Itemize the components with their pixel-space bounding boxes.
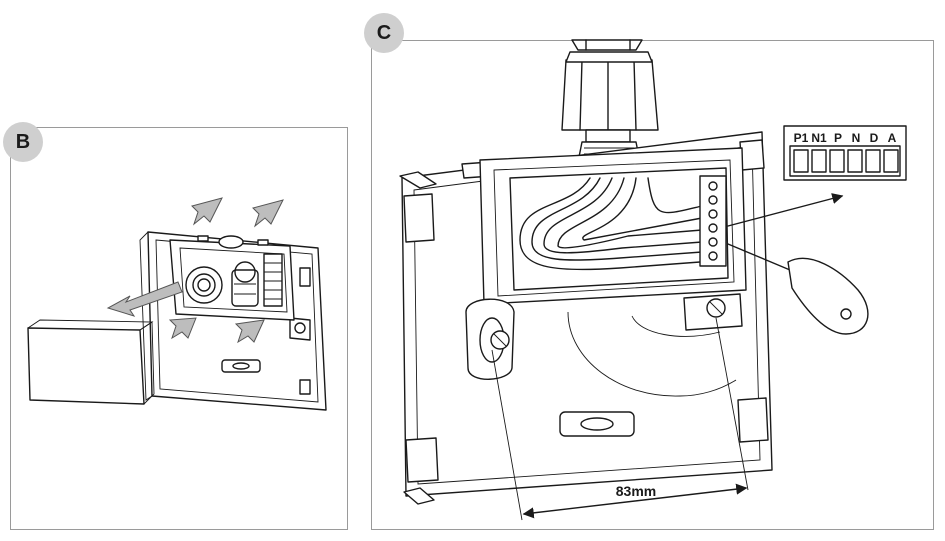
- screw-slot-left: [465, 298, 515, 380]
- terminal-label-p1: P1: [794, 131, 809, 145]
- callout-leader: [727, 193, 844, 227]
- dimension-line: [522, 483, 748, 519]
- panel-b-badge: B: [3, 122, 43, 162]
- arrow-push-bl: [168, 317, 197, 340]
- terminal-label-n: N: [852, 131, 861, 145]
- panel-c-badge: C: [364, 13, 404, 53]
- spirit-level-b: [221, 359, 261, 373]
- terminal-label-a: A: [888, 131, 897, 145]
- panel-c-illustration: [399, 39, 907, 521]
- terminal-label-d: D: [870, 131, 879, 145]
- arrow-push-tl: [191, 197, 223, 226]
- dimension-label: 83mm: [616, 483, 656, 499]
- terminal-block-c: [699, 175, 727, 267]
- arrow-push-br: [234, 319, 265, 344]
- screwdriver-shaft: [727, 243, 791, 271]
- arrow-pull-cover: [106, 281, 183, 317]
- terminal-label-p: P: [834, 131, 842, 145]
- arrow-push-tr: [252, 199, 284, 228]
- panel-b-illustration: [27, 197, 327, 411]
- front-cover-b: [27, 327, 145, 405]
- cable-gland-nut-c: [561, 59, 659, 131]
- spirit-level-c: [559, 411, 635, 437]
- cable-gland-left-b: [185, 266, 223, 304]
- terminal-label-n1: N1: [811, 131, 827, 145]
- screwdriver-handle: [787, 257, 869, 335]
